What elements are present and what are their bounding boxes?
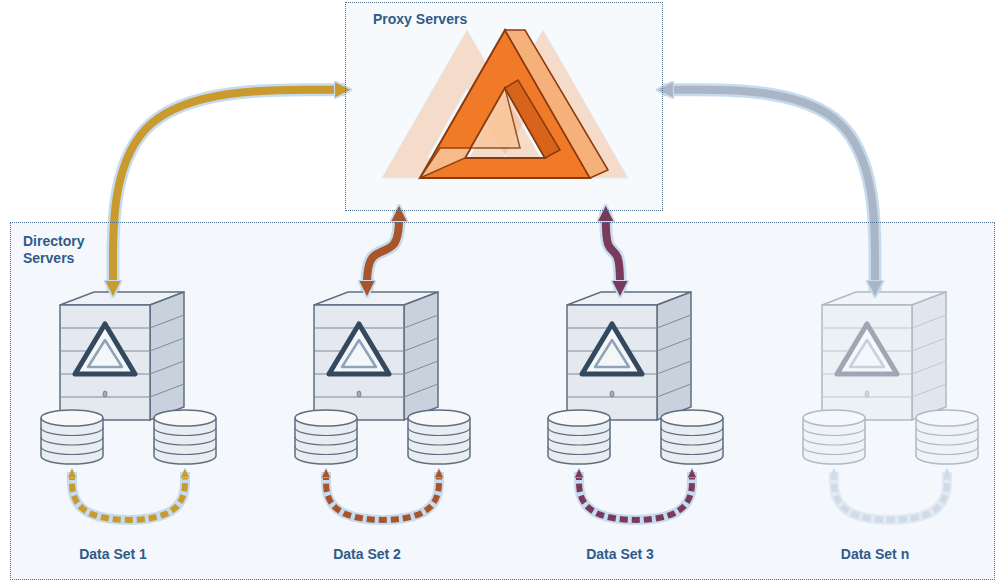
connector-line: [113, 90, 345, 291]
connector-arrow: [367, 211, 399, 291]
server-illustration: [548, 292, 723, 520]
data-set-group: Data Set 1: [14, 291, 212, 571]
server-illustration: [803, 292, 978, 520]
connector-outline: [113, 90, 345, 291]
directory-region: Directory ServersData Set 1 Data Set 2 Dat…: [10, 222, 995, 580]
data-set-group: Data Set n: [776, 291, 974, 571]
data-set-label: Data Set n: [776, 546, 974, 563]
server-illustration: [295, 292, 470, 520]
connector-arrow: [606, 211, 620, 291]
region-heading: Proxy Servers: [373, 11, 467, 28]
connector-line: [606, 211, 620, 291]
directory-region-fill: [10, 222, 995, 580]
data-set-group: Data Set 2: [268, 291, 466, 571]
proxy-region: Proxy Servers: [345, 2, 663, 211]
data-set-label: Data Set 1: [14, 546, 212, 563]
connector-outline: [367, 211, 399, 291]
data-set-label: Data Set 2: [268, 546, 466, 563]
server-illustration: [41, 292, 216, 520]
connector-outline: [663, 90, 875, 291]
region-heading: Directory Servers: [23, 233, 107, 267]
data-set-label: Data Set 3: [521, 546, 719, 563]
proxy-region-fill: [345, 2, 663, 211]
connector-outline: [606, 211, 620, 291]
connector-line: [367, 211, 399, 291]
proxy-logo: [382, 30, 628, 178]
connector-arrow: [113, 90, 345, 291]
connector-line: [663, 90, 875, 291]
data-set-group: Data Set 3: [521, 291, 719, 571]
connector-arrow: [663, 90, 875, 291]
